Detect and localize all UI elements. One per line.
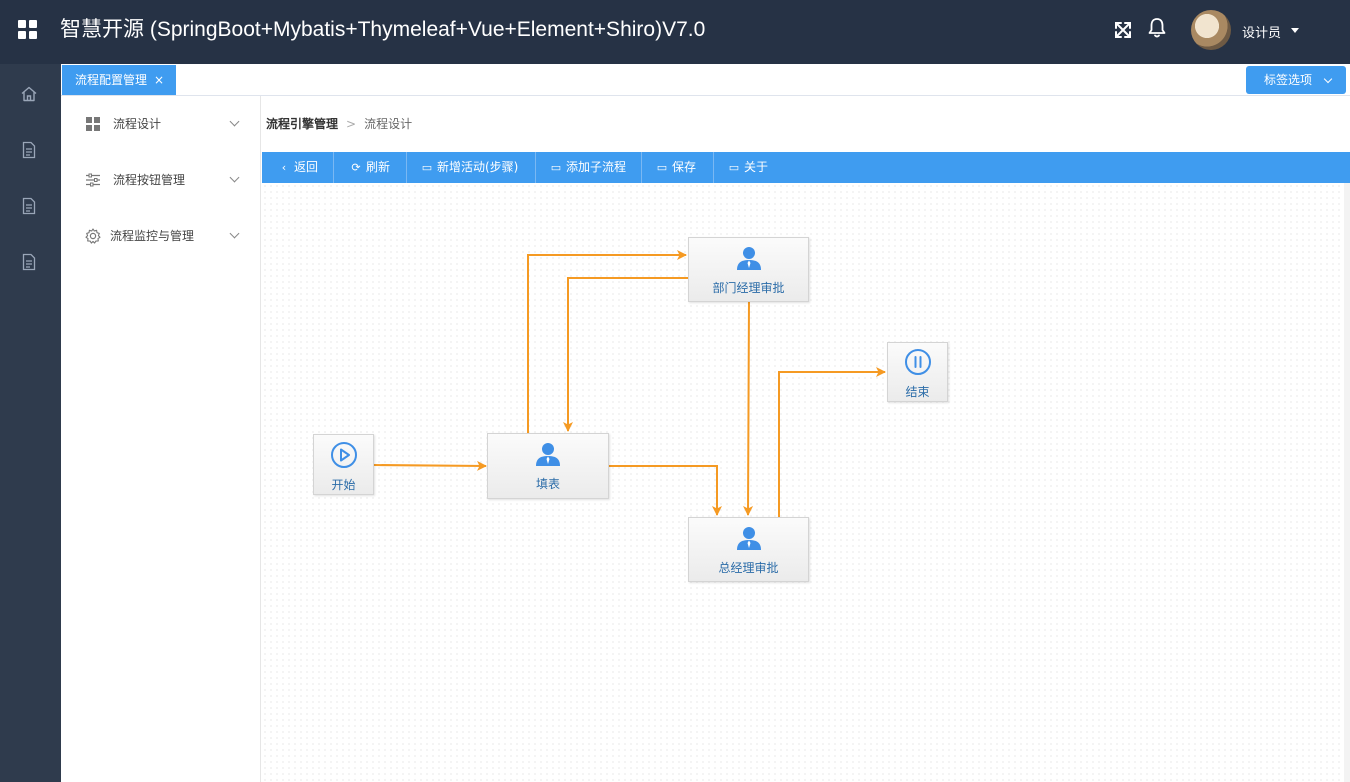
chevron-left-icon: ‹ xyxy=(281,161,287,174)
pause-circle-icon xyxy=(904,349,931,375)
breadcrumb: 流程引擎管理 > 流程设计 xyxy=(266,115,412,132)
breadcrumb-separator: > xyxy=(346,117,357,131)
menu-label: 流程设计 xyxy=(113,117,162,131)
user-icon xyxy=(536,443,560,466)
refresh-label: 刷新 xyxy=(366,160,391,174)
tab-label: 流程配置管理 xyxy=(75,73,148,87)
add-folder-icon: ▭ xyxy=(421,161,433,174)
chevron-down-icon xyxy=(229,172,240,183)
about-label: 关于 xyxy=(744,160,769,174)
add-activity-button[interactable]: ▭ 新增活动(步骤) xyxy=(407,152,536,183)
breadcrumb-current: 流程设计 xyxy=(364,117,413,131)
user-name[interactable]: 设计员 xyxy=(1242,26,1282,41)
menu-item-flow-design[interactable]: 流程设计 xyxy=(61,96,261,152)
flow-node-end[interactable]: 结束 xyxy=(887,342,948,402)
tab-flow-config[interactable]: 流程配置管理 × xyxy=(62,65,176,95)
content-panel: 流程引擎管理 > 流程设计 ‹ 返回 ⟳ 刷新 ▭ 新增活动(步骤) ▭ 添加子流程 ▭ 保存… xyxy=(262,96,1350,782)
chevron-down-icon xyxy=(229,228,240,239)
designer-toolbar: ‹ 返回 ⟳ 刷新 ▭ 新增活动(步骤) ▭ 添加子流程 ▭ 保存 ▭ 关于 xyxy=(262,152,1350,183)
add-activity-label: 新增活动(步骤) xyxy=(437,160,519,174)
apps-grid-icon[interactable] xyxy=(18,20,38,40)
flow-node-general-manager[interactable]: 总经理审批 xyxy=(688,517,809,582)
node-label: 部门经理审批 xyxy=(712,281,785,295)
sliders-icon xyxy=(86,173,100,187)
connector-gm-to-end[interactable] xyxy=(778,367,886,517)
menu-label: 流程按钮管理 xyxy=(113,173,186,187)
flow-canvas[interactable]: 开始 填表 部门经理审批 xyxy=(262,183,1344,782)
user-icon xyxy=(736,247,761,270)
connector-dept-to-fill[interactable] xyxy=(563,277,688,432)
back-button[interactable]: ‹ 返回 xyxy=(262,152,334,183)
gear-icon xyxy=(85,228,101,244)
vertical-scrollbar[interactable] xyxy=(1344,183,1350,782)
connector-start-to-fill[interactable] xyxy=(373,460,487,471)
side-menu: 流程设计 流程按钮管理 流程监控与管理 xyxy=(61,96,261,782)
tag-options-label: 标签选项 xyxy=(1264,73,1313,87)
monitor-icon: ▭ xyxy=(728,161,740,174)
left-rail xyxy=(0,64,61,782)
play-circle-icon xyxy=(330,442,357,468)
save-icon: ▭ xyxy=(656,161,668,174)
document-icon[interactable] xyxy=(20,197,38,215)
about-button[interactable]: ▭ 关于 xyxy=(714,152,784,183)
connector-fill-to-dept[interactable] xyxy=(527,250,687,433)
flow-node-dept-manager[interactable]: 部门经理审批 xyxy=(688,237,809,302)
folder-icon: ▭ xyxy=(550,161,562,174)
node-label: 结束 xyxy=(905,385,930,399)
app-title: 智慧开源 (SpringBoot+Mybatis+Thymeleaf+Vue+E… xyxy=(60,18,706,41)
node-label: 开始 xyxy=(331,478,356,492)
grid-icon xyxy=(86,117,100,131)
save-label: 保存 xyxy=(672,160,697,174)
connector-dept-to-gm[interactable] xyxy=(743,298,754,516)
flow-node-fill-form[interactable]: 填表 xyxy=(487,433,609,499)
save-button[interactable]: ▭ 保存 xyxy=(642,152,714,183)
add-subprocess-button[interactable]: ▭ 添加子流程 xyxy=(536,152,642,183)
flow-node-start[interactable]: 开始 xyxy=(313,434,374,495)
user-icon xyxy=(736,527,761,550)
node-label: 填表 xyxy=(535,477,560,491)
breadcrumb-root[interactable]: 流程引擎管理 xyxy=(266,117,339,131)
node-label: 总经理审批 xyxy=(718,561,779,575)
home-icon[interactable] xyxy=(20,85,38,103)
close-icon[interactable]: × xyxy=(154,73,165,87)
menu-item-flow-buttons[interactable]: 流程按钮管理 xyxy=(61,152,261,208)
menu-item-flow-monitor[interactable]: 流程监控与管理 xyxy=(61,208,261,264)
top-header: 智慧开源 (SpringBoot+Mybatis+Thymeleaf+Vue+E… xyxy=(0,0,1350,64)
document-icon[interactable] xyxy=(20,253,38,271)
document-icon[interactable] xyxy=(20,141,38,159)
fullscreen-icon[interactable] xyxy=(1112,19,1134,41)
tag-options-button[interactable]: 标签选项 xyxy=(1246,66,1346,94)
flow-connectors xyxy=(373,250,886,517)
chevron-down-icon xyxy=(229,116,240,127)
refresh-icon: ⟳ xyxy=(351,161,361,174)
tab-bar: 流程配置管理 × 标签选项 xyxy=(61,64,1350,96)
refresh-button[interactable]: ⟳ 刷新 xyxy=(334,152,407,183)
add-subprocess-label: 添加子流程 xyxy=(566,160,627,174)
chevron-down-icon xyxy=(1323,74,1333,84)
user-menu-caret-icon[interactable] xyxy=(1291,28,1299,33)
bell-icon[interactable] xyxy=(1146,16,1168,40)
menu-label: 流程监控与管理 xyxy=(110,229,195,243)
connector-fill-to-gm[interactable] xyxy=(609,465,722,516)
avatar[interactable] xyxy=(1191,10,1231,50)
back-label: 返回 xyxy=(294,160,319,174)
main-area: 流程配置管理 × 标签选项 流程设计 流程按钮管理 xyxy=(61,64,1350,782)
